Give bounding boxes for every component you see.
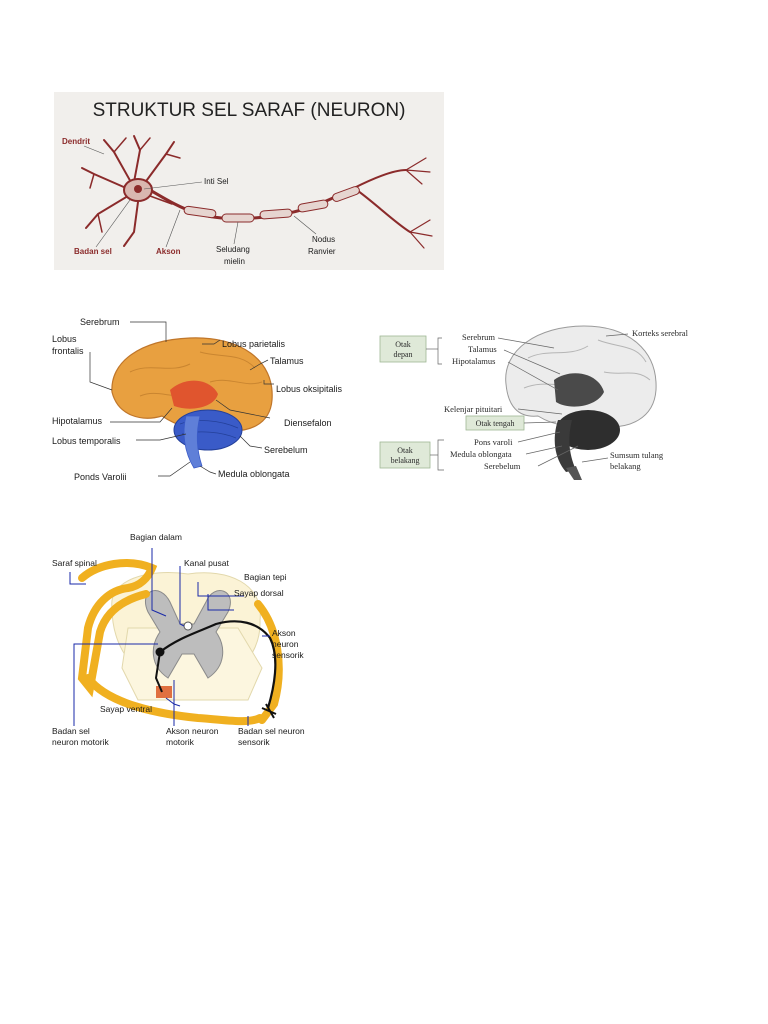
label-lobus-temporalis: Lobus temporalis <box>52 436 121 446</box>
label-nodus-1: Nodus <box>312 235 335 244</box>
label-serebrum: Serebrum <box>80 317 120 327</box>
label-ponds-varolii: Ponds Varolii <box>74 472 126 482</box>
label-serebelum: Serebelum <box>484 461 521 471</box>
label-talamus: Talamus <box>468 344 497 354</box>
brain-color-drawing <box>111 337 273 469</box>
label-serebrum: Serebrum <box>462 332 495 342</box>
label-badan-sensorik-2: sensorik <box>238 737 270 747</box>
label-medula-oblongata: Medula oblongata <box>218 469 290 479</box>
myelin-sheath <box>183 186 360 223</box>
label-akson-sensorik-3: sensorik <box>272 650 304 660</box>
label-saraf-spinal: Saraf spinal <box>52 558 97 568</box>
label-lobus-frontalis-2: frontalis <box>52 346 84 356</box>
label-sumsum-2: belakang <box>610 461 641 471</box>
label-badan-sel: Badan sel <box>74 247 112 256</box>
label-otak-belakang-1: Otak <box>397 446 413 455</box>
label-korteks-serebral: Korteks serebral <box>632 328 689 338</box>
label-kelenjar-pituitari: Kelenjar pituitari <box>444 404 503 414</box>
label-akson: Akson <box>156 247 181 256</box>
label-hipotalamus: Hipotalamus <box>452 356 495 366</box>
label-lobus-oksipitalis: Lobus oksipitalis <box>276 384 343 394</box>
label-seludang-2: mielin <box>224 257 245 266</box>
label-medula-oblongata: Medula oblongata <box>450 449 512 459</box>
brain-gray-drawing <box>505 325 657 480</box>
label-otak-belakang-2: belakang <box>391 456 420 465</box>
label-kanal-pusat: Kanal pusat <box>184 558 230 568</box>
brain-gray-figure: Otak depan Otak tengah Otak belakang Ser… <box>378 318 718 480</box>
neuron-title: STRUKTUR SEL SARAF (NEURON) <box>93 100 406 121</box>
label-pons-varoli: Pons varoli <box>474 437 513 447</box>
nucleus <box>134 185 142 193</box>
spinal-cord-figure: Bagian dalam Saraf spinal Kanal pusat Ba… <box>48 528 328 760</box>
label-talamus: Talamus <box>270 356 304 366</box>
neuron-figure: STRUKTUR SEL SARAF (NEURON) <box>54 92 444 270</box>
label-sayap-dorsal: Sayap dorsal <box>234 588 284 598</box>
label-inti-sel: Inti Sel <box>204 177 229 186</box>
label-diensefalon: Diensefalon <box>284 418 332 428</box>
label-akson-sensorik-2: neuron <box>272 639 299 649</box>
label-bagian-dalam: Bagian dalam <box>130 532 182 542</box>
label-badan-sensorik-1: Badan sel neuron <box>238 726 305 736</box>
label-bagian-tepi: Bagian tepi <box>244 572 287 582</box>
label-sayap-ventral: Sayap ventral <box>100 704 152 714</box>
label-lobus-frontalis-1: Lobus <box>52 334 77 344</box>
label-badan-motorik-2: neuron motorik <box>52 737 109 747</box>
label-akson-motorik-1: Akson neuron <box>166 726 219 736</box>
label-akson-sensorik-1: Akson <box>272 628 296 638</box>
label-dendrit: Dendrit <box>62 137 90 146</box>
label-seludang-1: Seludang <box>216 245 250 254</box>
brain-color-figure: Serebrum Lobus frontalis Lobus parietali… <box>50 312 370 490</box>
label-otak-tengah: Otak tengah <box>476 419 515 428</box>
label-nodus-2: Ranvier <box>308 247 336 256</box>
label-serebelum: Serebelum <box>264 445 308 455</box>
group-otak-depan <box>379 335 427 363</box>
label-lobus-parietalis: Lobus parietalis <box>222 339 286 349</box>
label-otak-depan-2: depan <box>393 350 412 359</box>
label-badan-motorik-1: Badan sel <box>52 726 90 736</box>
label-hipotalamus: Hipotalamus <box>52 416 103 426</box>
spinal-drawing <box>77 559 283 726</box>
label-sumsum-1: Sumsum tulang <box>610 450 664 460</box>
label-akson-motorik-2: motorik <box>166 737 195 747</box>
label-otak-depan-1: Otak <box>395 340 411 349</box>
